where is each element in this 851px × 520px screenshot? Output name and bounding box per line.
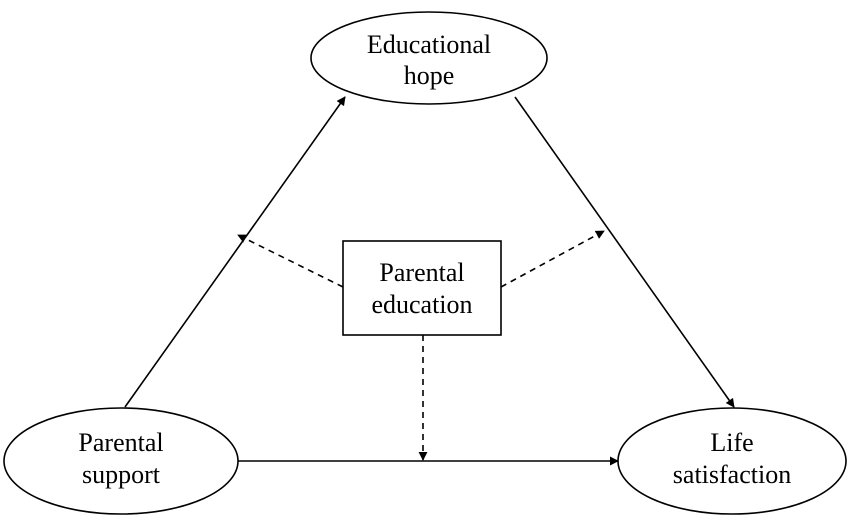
educational-hope-label-line1: Educational: [367, 30, 491, 59]
edge-support-to-hope: [124, 96, 346, 408]
box-parental-education: [342, 240, 502, 336]
dashed-edge-education-to-left-path: [237, 234, 344, 288]
edge-hope-to-satisfaction: [514, 96, 735, 408]
node-parental-education: Parental education: [342, 240, 502, 336]
node-parental-support: Parental support: [3, 407, 239, 515]
parental-support-label-line2: support: [82, 460, 161, 489]
parental-support-label-line1: Parental: [78, 428, 163, 457]
parental-education-label-line2: education: [371, 290, 472, 319]
node-life-satisfaction: Life satisfaction: [617, 407, 847, 515]
ellipse-educational-hope: [310, 11, 548, 105]
dashed-edge-education-to-right-path: [500, 230, 605, 288]
ellipse-parental-support: [3, 407, 239, 515]
life-satisfaction-label-line1: Life: [710, 428, 753, 457]
ellipse-life-satisfaction: [617, 407, 847, 515]
node-educational-hope: Educational hope: [310, 11, 548, 105]
parental-education-label-line1: Parental: [379, 258, 464, 287]
life-satisfaction-label-line2: satisfaction: [673, 460, 791, 489]
educational-hope-label-line2: hope: [404, 61, 455, 90]
